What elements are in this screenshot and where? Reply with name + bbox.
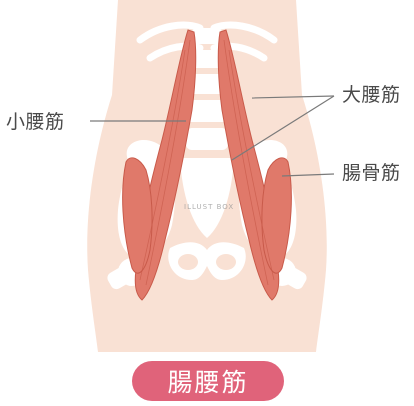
psoas-major-label: 大腰筋 bbox=[342, 86, 401, 105]
title-badge: 腸腰筋 bbox=[132, 361, 284, 401]
iliacus-label: 腸骨筋 bbox=[342, 164, 401, 183]
watermark: ILLUST BOX bbox=[184, 203, 234, 211]
psoas-minor-label: 小腰筋 bbox=[6, 113, 65, 132]
title-text: 腸腰筋 bbox=[167, 363, 248, 399]
